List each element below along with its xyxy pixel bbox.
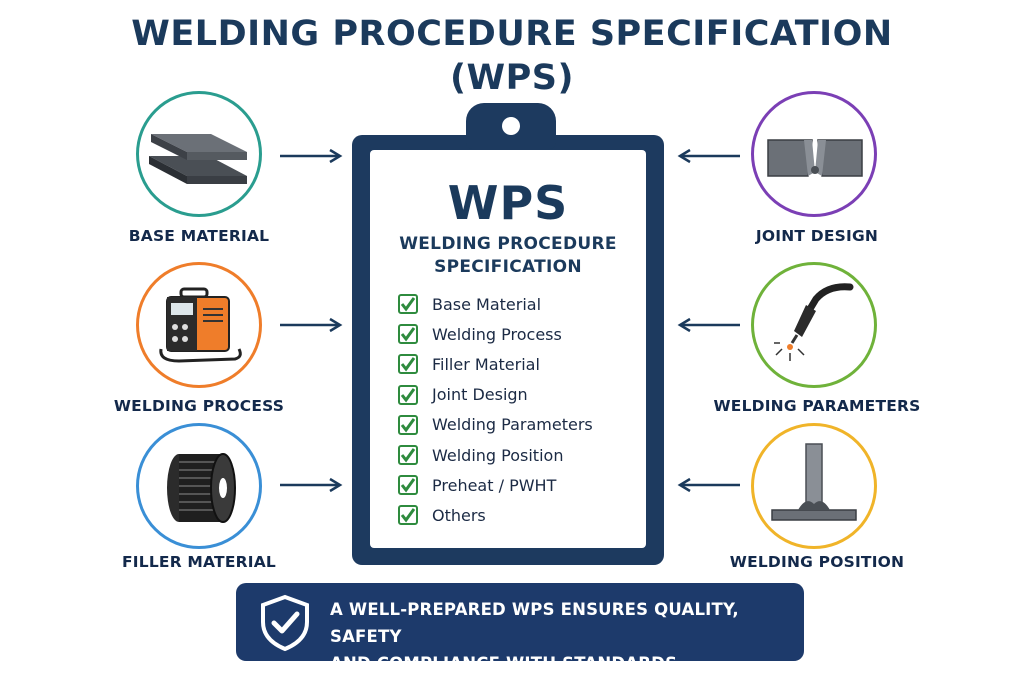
checkbox-checked-icon xyxy=(398,505,418,526)
welding-parameters-circle xyxy=(751,262,877,388)
banner-line1: A WELL-PREPARED WPS ENSURES QUALITY, SAF… xyxy=(330,600,739,646)
arrow-left-icon xyxy=(677,148,740,164)
clipboard-subtitle-line2: SPECIFICATION xyxy=(434,257,582,277)
checklist-item-label: Filler Material xyxy=(432,354,540,374)
clipboard-clip-hole xyxy=(502,117,520,135)
checkbox-checked-icon xyxy=(398,414,418,435)
checklist-item: Base Material xyxy=(398,289,593,319)
checklist-item-label: Others xyxy=(432,505,486,525)
welding-machine-icon xyxy=(159,287,242,363)
arrow-right-icon xyxy=(280,317,343,333)
shield-check-icon xyxy=(261,594,309,652)
page-title: WELDING PROCEDURE SPECIFICATION xyxy=(131,14,893,54)
wps-checklist: Base Material Welding Process Filler Mat… xyxy=(398,289,593,531)
clipboard-subtitle-line1: WELDING PROCEDURE xyxy=(399,234,617,254)
welding-process-circle xyxy=(136,262,262,388)
arrow-left-icon xyxy=(677,317,740,333)
checklist-item: Filler Material xyxy=(398,349,593,379)
checkbox-checked-icon xyxy=(398,294,418,315)
banner-text: A WELL-PREPARED WPS ENSURES QUALITY, SAF… xyxy=(330,596,800,677)
arrow-right-icon xyxy=(280,477,343,493)
checkbox-checked-icon xyxy=(398,384,418,405)
welding-position-circle xyxy=(751,423,877,549)
joint-design-circle xyxy=(751,91,877,217)
welding-torch-icon xyxy=(774,283,854,361)
checklist-item-label: Welding Process xyxy=(432,324,562,344)
t-joint-weld-icon xyxy=(771,443,857,521)
checklist-item-label: Welding Parameters xyxy=(432,415,593,435)
page-title-abbrev: (WPS) xyxy=(450,58,574,98)
checkbox-checked-icon xyxy=(398,354,418,375)
filler-material-label: FILLER MATERIAL xyxy=(122,553,276,571)
base-material-label: BASE MATERIAL xyxy=(128,227,270,245)
checklist-item-label: Joint Design xyxy=(432,385,528,405)
checkbox-checked-icon xyxy=(398,475,418,496)
quality-banner xyxy=(236,583,804,661)
checklist-item: Others xyxy=(398,500,593,530)
filler-material-circle xyxy=(136,423,262,549)
checklist-item-label: Preheat / PWHT xyxy=(432,475,557,495)
welding-parameters-label: WELDING PARAMETERS xyxy=(713,397,921,415)
v-groove-joint-icon xyxy=(767,139,863,177)
checklist-item: Welding Process xyxy=(398,319,593,349)
base-material-circle xyxy=(136,91,262,217)
arrow-left-icon xyxy=(677,477,740,493)
checklist-item: Preheat / PWHT xyxy=(398,470,593,500)
checkbox-checked-icon xyxy=(398,324,418,345)
checklist-item: Welding Position xyxy=(398,440,593,470)
checklist-item-label: Welding Position xyxy=(432,445,564,465)
checklist-item: Joint Design xyxy=(398,380,593,410)
wire-spool-icon xyxy=(167,453,236,523)
arrow-right-icon xyxy=(280,148,343,164)
metal-plates-icon xyxy=(149,134,247,184)
welding-process-label: WELDING PROCESS xyxy=(113,397,285,415)
clipboard-heading: WPS xyxy=(447,176,569,230)
welding-position-label: WELDING POSITION xyxy=(729,553,905,571)
checklist-item: Welding Parameters xyxy=(398,410,593,440)
joint-design-label: JOINT DESIGN xyxy=(755,227,879,245)
checklist-item-label: Base Material xyxy=(432,294,542,314)
banner-line2: AND COMPLIANCE WITH STANDARDS xyxy=(330,654,678,673)
checkbox-checked-icon xyxy=(398,445,418,466)
